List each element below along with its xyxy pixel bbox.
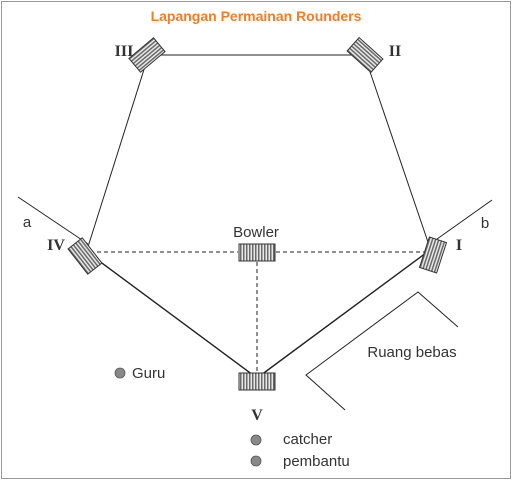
catcher-label: catcher bbox=[283, 431, 332, 448]
boundary-line-b bbox=[429, 199, 493, 245]
guru-dot-icon bbox=[114, 367, 126, 379]
base-label-ii: II bbox=[389, 43, 401, 60]
guru-label: Guru bbox=[132, 365, 165, 382]
boundary-line-a bbox=[17, 196, 89, 245]
free-zone-boundary bbox=[305, 291, 459, 411]
pembantu-label: pembantu bbox=[283, 453, 350, 470]
base-pad-iii bbox=[128, 37, 166, 73]
pembantu-dot-icon bbox=[250, 455, 262, 467]
base-pad-i bbox=[418, 236, 448, 274]
line-label-a: a bbox=[23, 214, 32, 231]
base-label-iii: III bbox=[115, 43, 134, 60]
track-iv-v bbox=[86, 251, 258, 379]
catcher-dot-icon bbox=[250, 434, 262, 446]
track-ii-i bbox=[365, 59, 431, 249]
track-i-v bbox=[256, 249, 431, 379]
line-label-b: b bbox=[481, 215, 489, 232]
free-zone-label: Ruang bebas bbox=[367, 344, 456, 361]
base-pad-iv bbox=[67, 237, 103, 275]
base-label-v: V bbox=[251, 407, 263, 424]
base-label-i: I bbox=[456, 237, 462, 254]
base-pad-v bbox=[238, 372, 276, 391]
diagram-title: Lapangan Permainan Rounders bbox=[151, 8, 362, 24]
bowler-label: Bowler bbox=[233, 224, 279, 241]
base-label-iv: IV bbox=[47, 237, 65, 254]
track-iv-iii bbox=[86, 59, 148, 251]
base-pad-ii bbox=[346, 36, 384, 74]
bowler-pad bbox=[238, 243, 276, 262]
